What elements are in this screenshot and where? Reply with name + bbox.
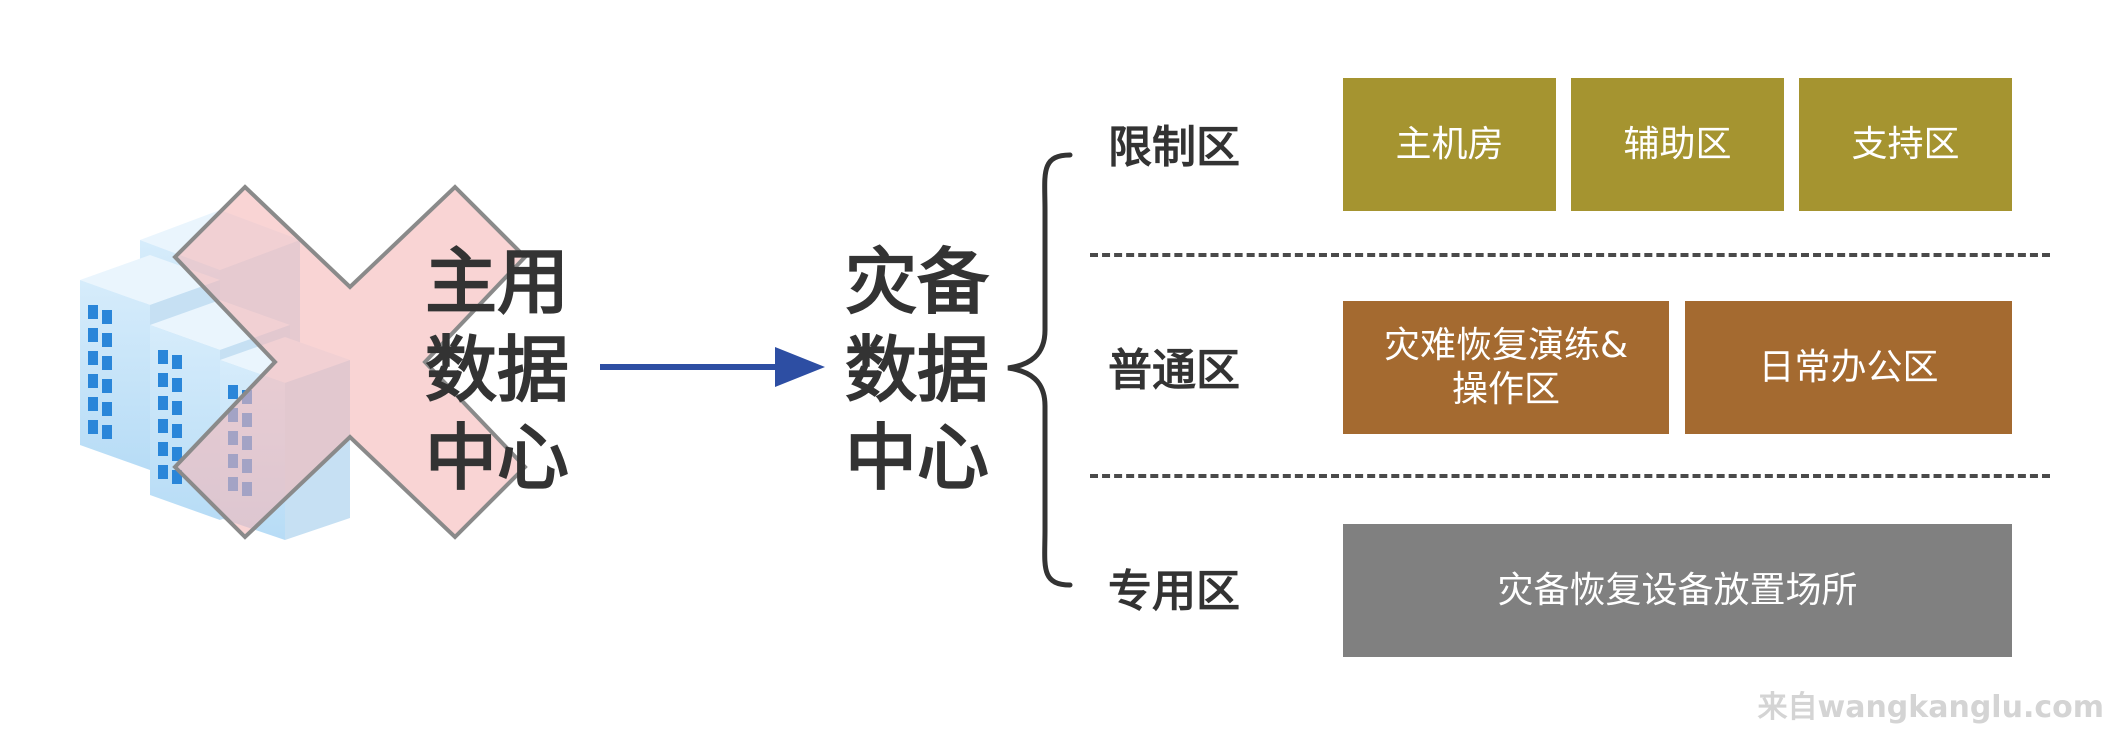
backup-dc-label: 灾备 数据 中心 (845, 240, 990, 500)
curly-brace-icon (1007, 152, 1073, 588)
zone-box-support: 支持区 (1799, 78, 2012, 211)
cross-icon (172, 184, 528, 540)
zone-box-auxiliary: 辅助区 (1571, 78, 1784, 211)
zone-label-general: 普通区 (1108, 345, 1240, 396)
primary-dc-label: 主用 数据 中心 (425, 240, 570, 500)
zone-divider (1090, 474, 2050, 478)
watermark: 来自wangkanglu.com (1757, 690, 2104, 725)
zone-label-restricted: 限制区 (1108, 122, 1240, 173)
arrow-right-icon (600, 347, 825, 387)
zone-label-dedicated: 专用区 (1108, 566, 1240, 617)
zone-box-machine-room: 主机房 (1343, 78, 1556, 211)
zone-divider (1090, 253, 2050, 257)
zone-box-daily-office: 日常办公区 (1685, 301, 2012, 434)
zone-box-recovery-equipment: 灾备恢复设备放置场所 (1343, 524, 2012, 657)
zone-box-drill-operation: 灾难恢复演练& 操作区 (1343, 301, 1669, 434)
